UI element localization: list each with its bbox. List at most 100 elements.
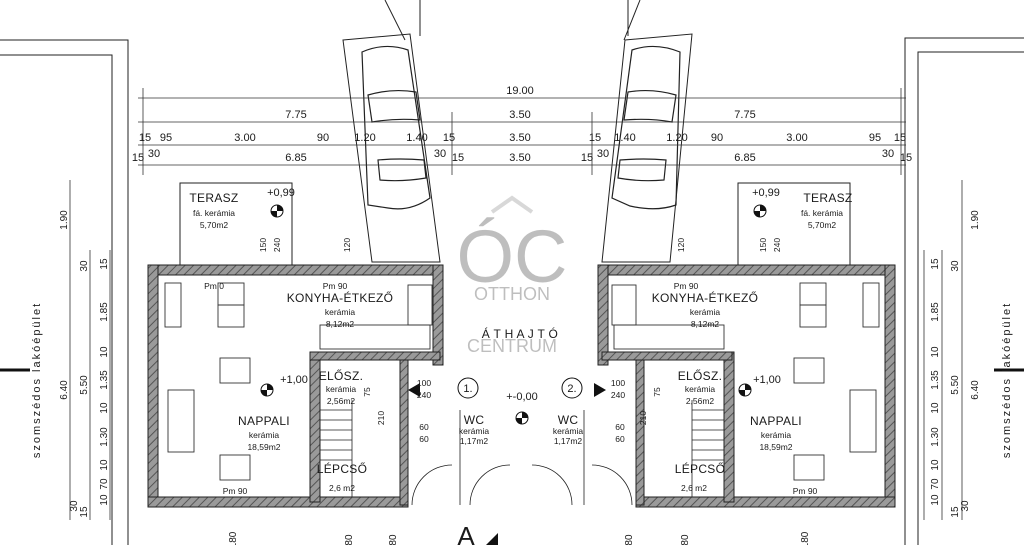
dim-r4: 30 bbox=[434, 148, 446, 160]
dim-inner: 210 bbox=[638, 411, 648, 425]
dim-inner: 210 bbox=[376, 411, 386, 425]
room-area-wc-right: 1,17m2 bbox=[554, 436, 583, 446]
unit-1-marker bbox=[457, 377, 479, 399]
room-area-terasz-right: 5,70m2 bbox=[808, 220, 837, 230]
dim-inner: 240 bbox=[611, 390, 625, 400]
room-material-nappali-right: kerámia bbox=[761, 430, 792, 440]
room-name-lepcso-right: LÉPCSŐ bbox=[675, 461, 726, 476]
furniture-left bbox=[164, 282, 433, 481]
dim-r3: 90 bbox=[317, 132, 329, 144]
dim-r4: 6.85 bbox=[285, 152, 306, 164]
dim-r4: 30 bbox=[597, 148, 609, 160]
dim-inner: 120 bbox=[676, 238, 686, 252]
room-name-konyha-right: KONYHA-ÉTKEZŐ bbox=[652, 290, 759, 305]
dim-inner: 240 bbox=[417, 390, 431, 400]
dim-right-v: 10 bbox=[930, 494, 941, 506]
dim-right-v: 70 bbox=[930, 478, 941, 490]
room-area-eloszoba-left: 2,56m2 bbox=[327, 396, 356, 406]
room-name-eloszoba-right: ELŐSZ. bbox=[678, 368, 722, 383]
watermark-logo-text: ÓC bbox=[457, 215, 568, 298]
dim-r4: 30 bbox=[882, 148, 894, 160]
stairs-left bbox=[320, 400, 353, 497]
dim-left-v: 30 bbox=[69, 500, 80, 512]
dim-r3: 15 bbox=[443, 132, 455, 144]
watermark-logo: ÓC OTTHON CENTRUM bbox=[457, 195, 568, 356]
level-terasz-left: +0,99 bbox=[267, 187, 295, 199]
room-area-eloszoba-right: 2,56m2 bbox=[686, 396, 715, 406]
dim-right-v: 1.90 bbox=[970, 210, 981, 230]
level-nappali-left: +1,00 bbox=[280, 374, 308, 386]
dimension-lines-left bbox=[69, 180, 111, 520]
dim-inner: 120 bbox=[342, 238, 352, 252]
level-marker-icon bbox=[260, 204, 767, 425]
sill-label: Pm 0 bbox=[204, 281, 224, 291]
room-name-terasz-left: TERASZ bbox=[189, 191, 238, 205]
room-area-lepcso-right: 2,6 m2 bbox=[681, 483, 707, 493]
terrace-outlines bbox=[179, 182, 851, 266]
dim-left-v: 5.50 bbox=[79, 375, 90, 395]
room-material-eloszoba-right: kerámia bbox=[685, 384, 716, 394]
dim-inner: 100 bbox=[417, 378, 431, 388]
driveway-left bbox=[342, 0, 441, 263]
dim-r3: 1.20 bbox=[354, 132, 375, 144]
section-mark: A bbox=[457, 521, 475, 545]
watermark-line1: OTTHON bbox=[474, 284, 550, 304]
dim-r3: 3.00 bbox=[234, 132, 255, 144]
dim-r3: 15 bbox=[589, 132, 601, 144]
dim-r3: 3.00 bbox=[786, 132, 807, 144]
dim-total: 19.00 bbox=[506, 85, 534, 97]
dim-right-v: 15 bbox=[950, 506, 961, 518]
neighbor-building-right bbox=[904, 37, 1024, 545]
dimension-lines-right bbox=[923, 180, 963, 520]
room-area-nappali-right: 18,59m2 bbox=[759, 442, 792, 452]
dim-right-v: 6.40 bbox=[970, 380, 981, 400]
stairs-right bbox=[691, 400, 724, 497]
dim-right-v: 1.30 bbox=[930, 427, 941, 447]
dim-inner: 60 bbox=[615, 434, 625, 444]
room-material-terasz-left: fá. kerámia bbox=[193, 208, 235, 218]
room-area-lepcso-left: 2,6 m2 bbox=[329, 483, 355, 493]
dim-r3: 3.50 bbox=[509, 132, 530, 144]
room-area-terasz-left: 5,70m2 bbox=[200, 220, 229, 230]
room-area-nappali-left: 18,59m2 bbox=[247, 442, 280, 452]
dim-r3: 1.40 bbox=[614, 132, 635, 144]
dim-bottom: 80 bbox=[388, 534, 399, 545]
dim-r3: 15 bbox=[894, 132, 906, 144]
room-name-eloszoba-left: ELŐSZ. bbox=[319, 368, 363, 383]
dim-bottom: 80 bbox=[344, 534, 355, 545]
dim-r4: 3.50 bbox=[509, 152, 530, 164]
neighbor-building-left bbox=[0, 39, 129, 545]
dim-r4: 15 bbox=[581, 152, 593, 164]
dim-right-v: 10 bbox=[930, 402, 941, 414]
unit-2-marker bbox=[561, 377, 583, 399]
dim-right-v: 30 bbox=[960, 500, 971, 512]
room-material-nappali-left: kerámia bbox=[249, 430, 280, 440]
dim-inner: 75 bbox=[362, 387, 372, 397]
room-area-konyha-right: 8,12m2 bbox=[691, 319, 720, 329]
dim-right-v: 10 bbox=[930, 459, 941, 471]
dim-left-v: 10 bbox=[99, 494, 110, 506]
room-name-nappali-right: NAPPALI bbox=[750, 414, 802, 428]
room-name-wc-left: WC bbox=[464, 413, 485, 427]
dim-right-width: 7.75 bbox=[734, 109, 755, 121]
dim-r3: 90 bbox=[711, 132, 723, 144]
dim-inner: 100 bbox=[611, 378, 625, 388]
dim-bottom: 80 bbox=[624, 534, 635, 545]
entrance-arrow-icon bbox=[408, 383, 420, 397]
dim-left-v: 10 bbox=[99, 459, 110, 471]
dim-right-v: 1.85 bbox=[930, 302, 941, 322]
dim-bottom: 180 bbox=[800, 531, 811, 545]
dim-r4: 30 bbox=[148, 148, 160, 160]
room-material-eloszoba-left: kerámia bbox=[326, 384, 357, 394]
room-material-konyha-right: kerámia bbox=[690, 307, 721, 317]
dim-right-v: 30 bbox=[950, 260, 961, 272]
dim-left-width: 7.75 bbox=[285, 109, 306, 121]
dim-left-v: 70 bbox=[99, 478, 110, 490]
entrance-arrow-icon bbox=[594, 383, 606, 397]
furniture-right bbox=[611, 282, 880, 481]
dim-left-v: 1.30 bbox=[99, 427, 110, 447]
unit-1-label: 1. bbox=[463, 383, 472, 395]
dim-left-v: 10 bbox=[99, 402, 110, 414]
sill-label: Pm 90 bbox=[674, 281, 699, 291]
